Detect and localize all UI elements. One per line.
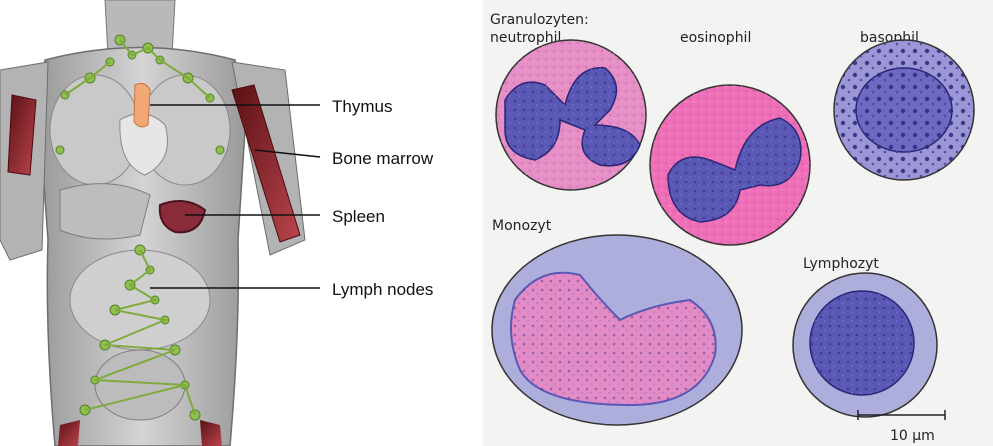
label-monozyt: Monozyt	[492, 218, 552, 234]
monocyte-cell	[492, 235, 742, 425]
anatomy-illustration	[0, 0, 470, 446]
label-bone-marrow: Bone marrow	[332, 149, 434, 168]
label-scale: 10 µm	[890, 428, 935, 444]
label-granulozyten: Granulozyten:	[490, 12, 589, 28]
eosinophil-cell	[650, 85, 810, 245]
lymphocyte-cell	[793, 273, 937, 417]
neutrophil-cell	[496, 40, 646, 190]
label-spleen: Spleen	[332, 207, 385, 226]
label-lymph-nodes: Lymph nodes	[332, 280, 433, 299]
label-lymphozyt: Lymphozyt	[803, 256, 879, 272]
basophil-cell	[834, 40, 974, 180]
label-thymus: Thymus	[332, 97, 392, 116]
label-eosinophil: eosinophil	[680, 30, 751, 46]
